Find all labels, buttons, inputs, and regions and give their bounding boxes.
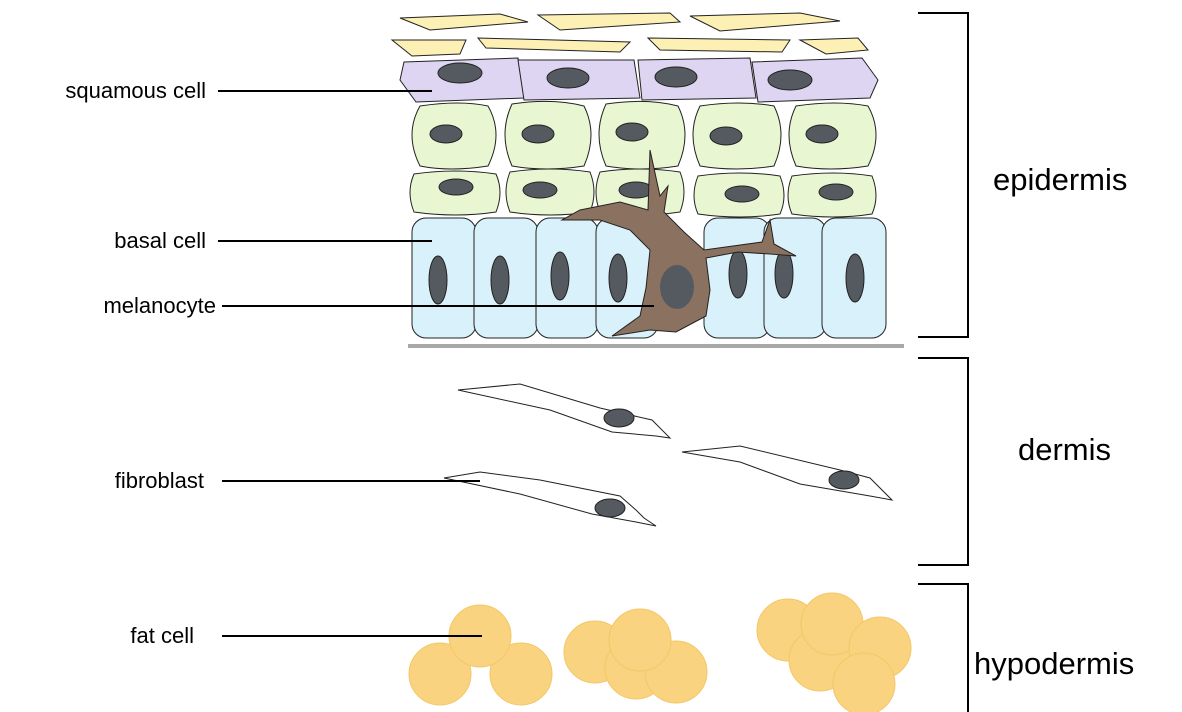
layer-brackets: [918, 13, 968, 712]
flat-cell: [392, 40, 466, 56]
nucleus: [551, 252, 569, 300]
nucleus: [660, 265, 694, 309]
nucleus: [609, 254, 627, 302]
basal-cell: [764, 218, 826, 338]
fibroblast-label: fibroblast: [10, 468, 204, 494]
nucleus: [846, 254, 864, 302]
fat-cells: [409, 593, 911, 712]
nucleus: [522, 125, 554, 143]
nucleus: [547, 68, 589, 88]
flat-cell: [800, 38, 868, 54]
nucleus: [829, 471, 859, 489]
hypodermis-label: hypodermis: [974, 646, 1134, 682]
fat-cell-label: fat cell: [10, 623, 194, 649]
nucleus: [491, 256, 509, 304]
hypodermis-bracket: [918, 584, 968, 712]
nucleus: [775, 250, 793, 298]
fibroblast-cell: [682, 446, 892, 500]
flat-cell: [690, 13, 840, 31]
nucleus: [438, 63, 482, 83]
fat-cell-blob: [609, 609, 671, 671]
nucleus: [710, 127, 742, 145]
spinous-cells-row-1: [412, 101, 876, 169]
nucleus: [523, 182, 557, 198]
nucleus: [619, 182, 653, 198]
nucleus: [595, 499, 625, 517]
flat-cell: [538, 13, 680, 30]
flat-cell: [478, 38, 630, 52]
nucleus: [725, 186, 759, 202]
basal-cell-label: basal cell: [10, 228, 206, 254]
epidermis-label: epidermis: [993, 162, 1127, 198]
nucleus: [655, 67, 697, 87]
flat-cells-layer: [392, 13, 868, 56]
nucleus: [604, 409, 634, 427]
dermis-label: dermis: [1018, 432, 1111, 468]
fibroblast-cell: [458, 384, 670, 438]
fat-cell-blob: [833, 653, 895, 712]
squamous-cells-layer: [400, 58, 878, 102]
epidermis-bracket: [918, 13, 968, 337]
nucleus: [768, 70, 812, 90]
nucleus: [729, 250, 747, 298]
nucleus: [806, 125, 838, 143]
nucleus: [430, 125, 462, 143]
nucleus: [616, 123, 648, 141]
melanocyte-label: melanocyte: [10, 293, 216, 319]
flat-cell: [400, 14, 528, 30]
fibroblasts: [444, 384, 892, 526]
squamous-cell-label: squamous cell: [10, 78, 206, 104]
nucleus: [819, 184, 853, 200]
nucleus: [439, 179, 473, 195]
flat-cell: [648, 38, 790, 52]
nucleus: [429, 256, 447, 304]
dermis-bracket: [918, 358, 968, 565]
